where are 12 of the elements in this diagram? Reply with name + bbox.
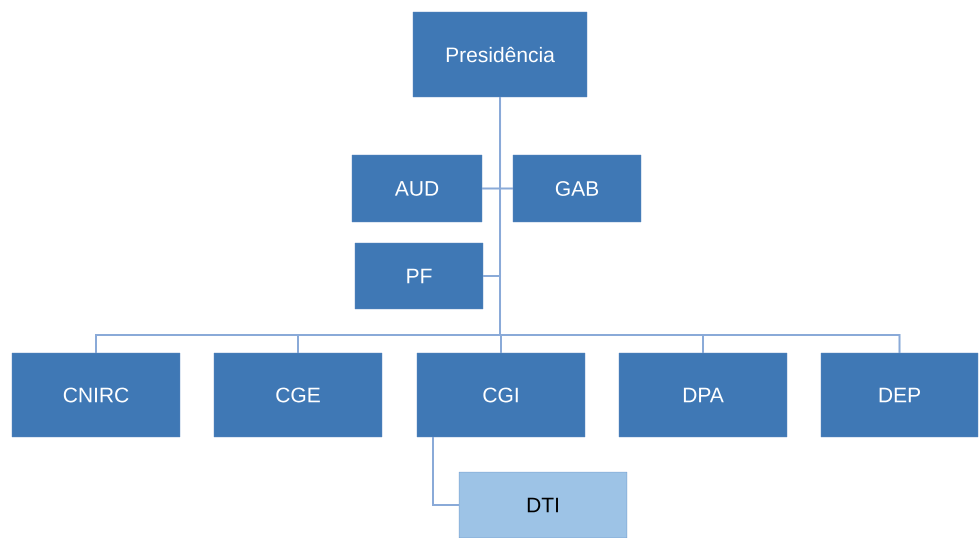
org-box: CNIRC xyxy=(12,352,180,438)
org-box: Presidência xyxy=(412,12,588,98)
org-box: DTI xyxy=(458,472,628,538)
org-box: AUD xyxy=(352,154,482,222)
org-box: GAB xyxy=(512,154,642,222)
org-box: DPA xyxy=(618,352,788,438)
org-box: CGI xyxy=(416,352,586,438)
connector-line xyxy=(499,97,901,353)
connector-line xyxy=(432,437,459,506)
org-box: DEP xyxy=(820,352,978,438)
org-box: PF xyxy=(354,242,484,310)
org-box: CGE xyxy=(214,352,382,438)
